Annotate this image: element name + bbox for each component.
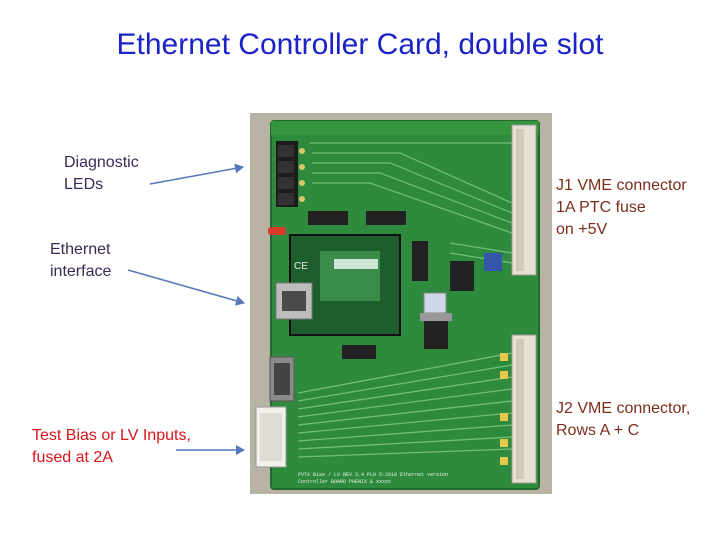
svg-text:CE: CE [294,261,308,272]
j1-connector-label: J1 VME connector 1A PTC fuse on +5V [556,175,687,241]
slide-title: Ethernet Controller Card, double slot [116,28,604,61]
diagnostic-leds [276,141,305,207]
rj45-jack [275,282,313,320]
j2-connector-line2: Rows A + C [556,422,640,439]
ethernet-interface-line2: interface [50,263,112,280]
controller-card-photo: CE PVTX Bias / LV REV 3.4 PLH 5-2010 Eth… [250,113,552,494]
regulator [420,313,452,349]
diagnostic-leds-label: Diagnostic LEDs [64,152,139,196]
j2-connector-label: J2 VME connector, Rows A + C [556,398,690,442]
j1-connector-line3: on +5V [556,221,608,238]
diagnostic-arrow [149,163,244,185]
silkscreen-line2: Controller BOARD PHENIX & xxxxx [298,479,391,485]
silkscreen-line1: PVTX Bias / LV REV 3.4 PLH 5-2010 Ethern… [298,472,448,478]
test-bias-line1: Test Bias or LV Inputs, [32,427,191,444]
j1-connector-line1: J1 VME connector [556,177,687,194]
test-bias-line2: fused at 2A [32,449,113,466]
ethernet-arrow [127,269,245,306]
j1-connector [511,124,537,276]
ethernet-interface-line1: Ethernet [50,241,111,258]
j1-connector-line2: 1A PTC fuse [556,199,646,216]
j2-connector [511,334,537,484]
diagnostic-leds-line2: LEDs [64,176,104,193]
input-connector [255,406,287,468]
test-bias-label: Test Bias or LV Inputs, fused at 2A [32,425,191,469]
ethernet-interface-label: Ethernet interface [50,239,111,283]
dsub-connector [269,356,295,402]
diagnostic-leds-line1: Diagnostic [64,154,139,171]
j2-connector-line1: J2 VME connector, [556,400,691,417]
